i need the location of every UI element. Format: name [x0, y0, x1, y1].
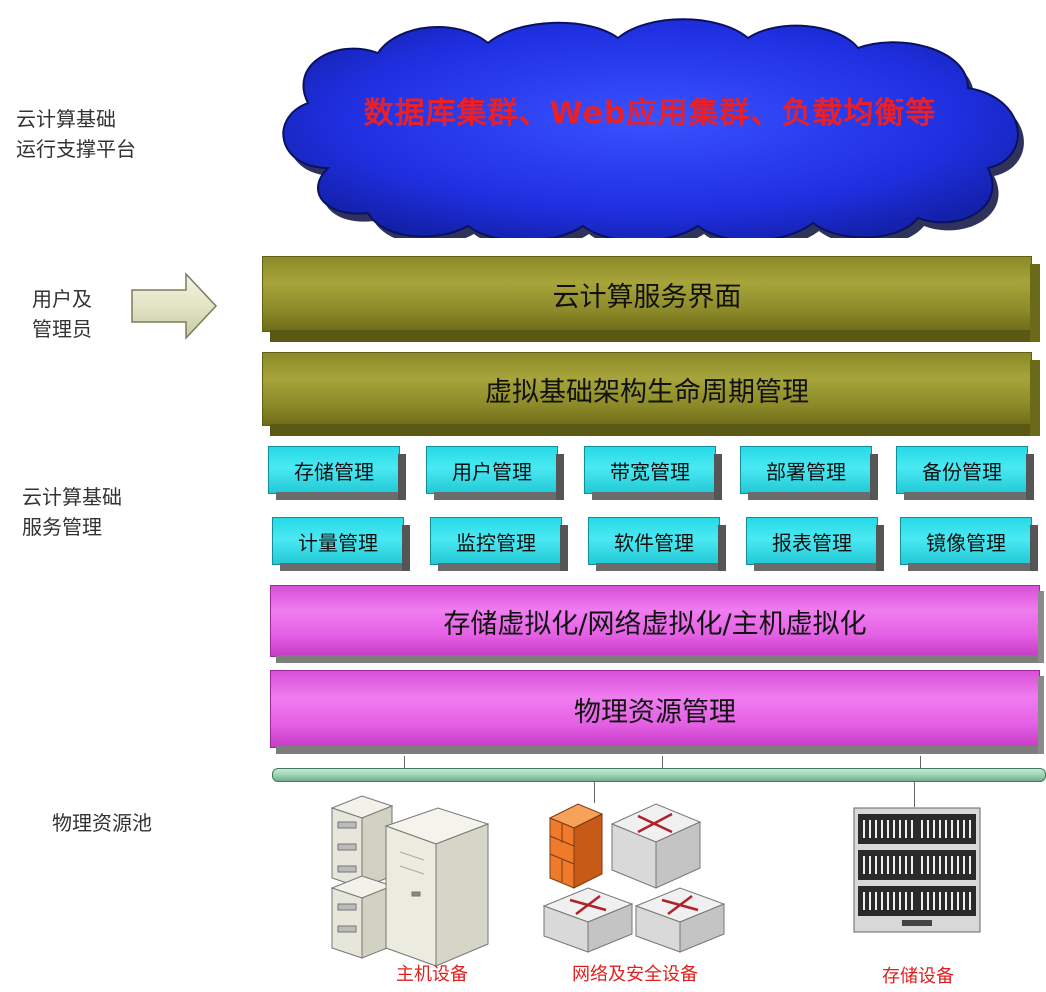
cloud-text: 数据库集群、Web应用集群、负载均衡等 [363, 96, 937, 131]
connector-line [914, 781, 915, 807]
network-bus [272, 768, 1046, 782]
connector-line [594, 781, 595, 803]
virtualization-layer: 存储虚拟化/网络虚拟化/主机虚拟化 [270, 585, 1044, 665]
connector-line [404, 756, 405, 768]
service-ui-layer: 云计算服务界面 [262, 256, 1042, 346]
platform-label: 云计算基础 运行支撑平台 [16, 107, 136, 161]
server-icon [330, 795, 490, 967]
physical-mgmt-layer: 物理资源管理 [270, 670, 1044, 756]
connector-line [920, 756, 921, 768]
arrow-right-icon [131, 272, 218, 340]
network-device-icon [542, 803, 726, 953]
service-mgmt-label: 云计算基础 服务管理 [22, 485, 122, 539]
resource-pool-label: 物理资源池 [52, 811, 152, 835]
service-ui-face: 云计算服务界面 [262, 256, 1032, 332]
lifecycle-layer: 虚拟基础架构生命周期管理 [262, 352, 1042, 440]
host-device-label: 主机设备 [396, 964, 468, 985]
connector-line [662, 756, 663, 768]
virtualization-face: 存储虚拟化/网络虚拟化/主机虚拟化 [270, 585, 1040, 657]
storage-device-label: 存储设备 [882, 966, 954, 987]
users-label: 用户及 管理员 [32, 287, 92, 341]
physical-mgmt-face: 物理资源管理 [270, 670, 1040, 748]
network-device-label: 网络及安全设备 [572, 964, 698, 985]
storage-icon [853, 807, 981, 933]
lifecycle-face: 虚拟基础架构生命周期管理 [262, 352, 1032, 426]
cloud-shape [282, 18, 1024, 238]
